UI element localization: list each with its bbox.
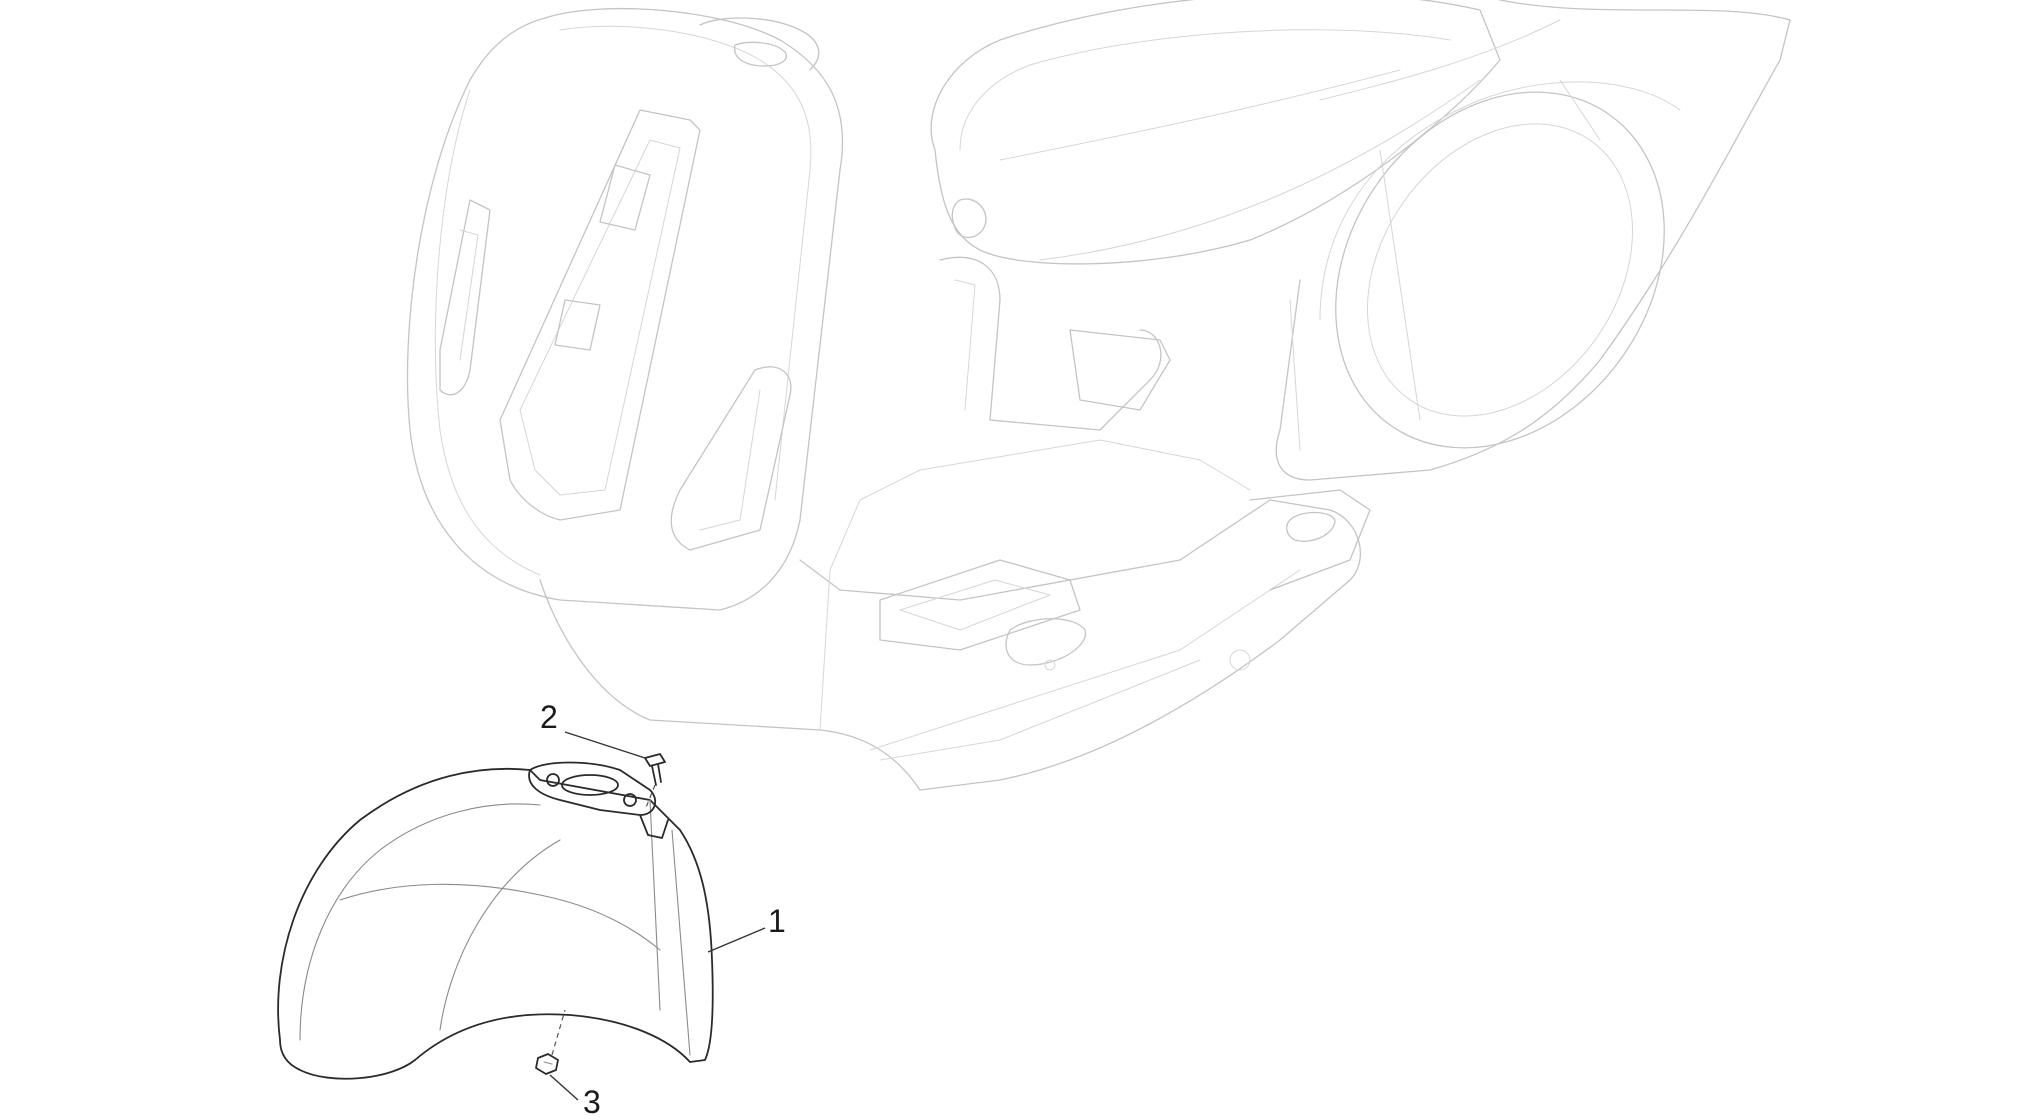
screw[interactable] bbox=[644, 753, 666, 786]
callout-labels: 1 2 3 bbox=[540, 699, 786, 1120]
leader-line-1 bbox=[707, 927, 766, 953]
leader-lines bbox=[549, 731, 766, 1101]
leader-dash-3 bbox=[551, 1009, 566, 1056]
leader-dash-2 bbox=[644, 784, 656, 811]
scooter-body-ghost bbox=[406, 0, 1791, 791]
front-mudguard[interactable] bbox=[277, 761, 714, 1080]
callout-2: 2 bbox=[540, 699, 558, 735]
callout-1: 1 bbox=[768, 903, 786, 939]
leader-line-2 bbox=[564, 731, 646, 759]
nut[interactable] bbox=[535, 1053, 559, 1075]
leader-line-3 bbox=[549, 1074, 579, 1101]
callout-3: 3 bbox=[583, 1084, 601, 1120]
